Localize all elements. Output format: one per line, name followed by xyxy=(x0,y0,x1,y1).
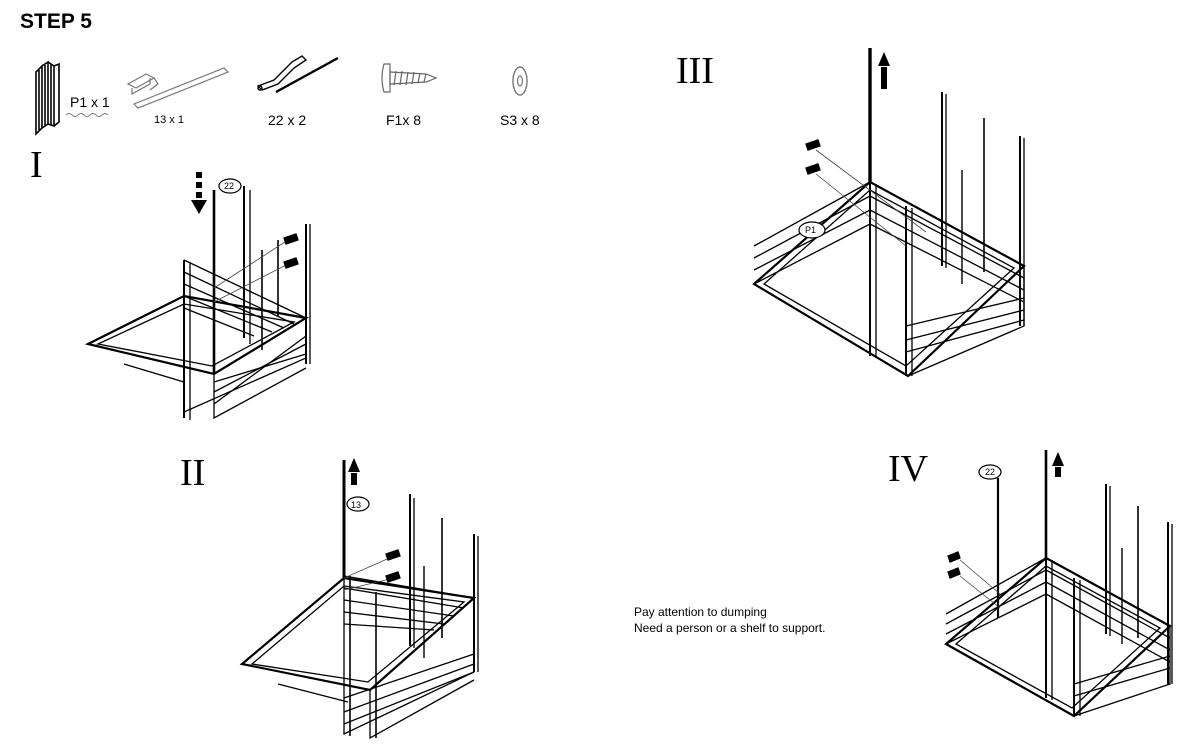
illustration-step-3 xyxy=(752,48,1026,378)
part-label-s3: S3 x 8 xyxy=(500,112,540,128)
panel-numeral-4: IV xyxy=(888,448,929,490)
panel-numeral-3: III xyxy=(676,50,714,92)
callout-step-2: 13 xyxy=(351,500,362,510)
panel-numeral-2: II xyxy=(180,452,206,494)
illustration-step-4 xyxy=(944,450,1173,718)
callout-step-1: 22 xyxy=(224,181,235,191)
wavy-underline xyxy=(65,113,109,117)
illustration-step-2 xyxy=(239,458,479,740)
part-label-13: 13 x 1 xyxy=(154,114,184,126)
callout-step-3: P1 xyxy=(805,225,817,235)
screw-icon xyxy=(381,63,438,93)
step-title: STEP 5 xyxy=(20,10,92,33)
corner-post-icon xyxy=(126,67,230,109)
part-label-22: 22 x 2 xyxy=(268,112,307,128)
note-line-1: Pay attention to dumping xyxy=(634,605,767,619)
washer-icon xyxy=(512,66,528,96)
wall-panel-icon xyxy=(35,60,60,136)
panel-numeral-1: I xyxy=(30,144,43,186)
part-label-f1: F1x 8 xyxy=(386,112,422,128)
note-line-2: Need a person or a shelf to support. xyxy=(634,621,826,635)
rail-bar-icon xyxy=(256,55,339,94)
support-note: Pay attention to dumping Need a person o… xyxy=(634,604,825,636)
illustration-step-1 xyxy=(84,172,311,420)
callout-step-4: 22 xyxy=(985,467,996,477)
part-label-p1: P1 x 1 xyxy=(70,94,110,110)
